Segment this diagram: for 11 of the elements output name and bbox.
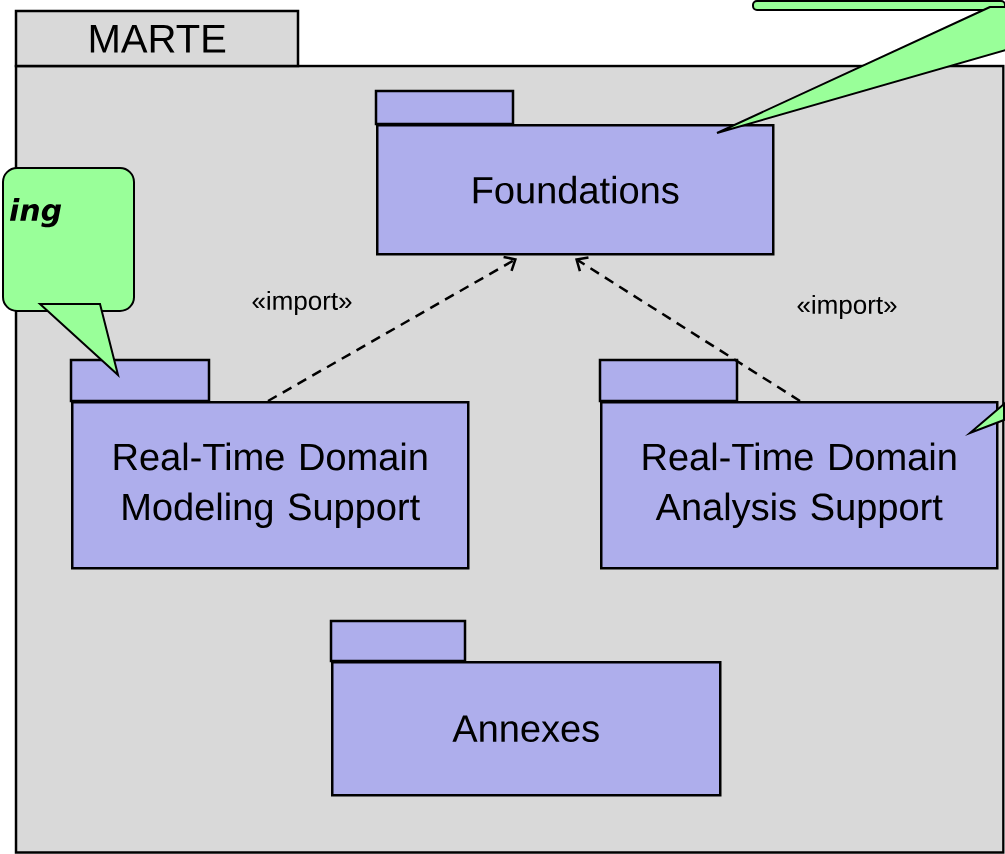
node-label: MARTE — [90, 24, 226, 53]
package-box: Real-Time Domain Modeling Support — [69, 358, 470, 570]
callout-pointer — [716, 6, 1005, 134]
callout-box — [752, 0, 1005, 11]
edge-label: «import» — [795, 293, 899, 321]
package-box: Annexes — [329, 619, 722, 797]
package-box: Real-Time Domain Analysis Support — [598, 358, 999, 570]
edge-label: «import» — [250, 289, 354, 317]
dependency-arrow — [575, 256, 801, 403]
package-box: Foundations — [374, 89, 775, 256]
dependency-arrow — [267, 255, 517, 403]
